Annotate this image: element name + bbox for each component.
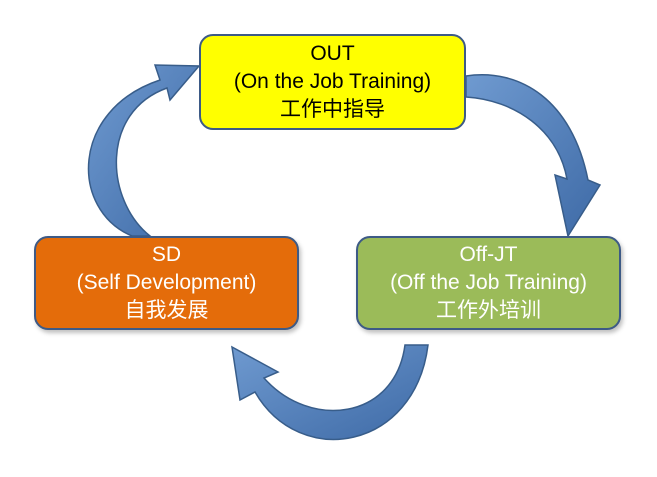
box-self-development: SD (Self Development) 自我发展 — [34, 236, 299, 330]
box-off-the-job-training: Off-JT (Off the Job Training) 工作外培训 — [356, 236, 621, 330]
arrow-sd-to-out — [87, 64, 201, 237]
sd-abbr: SD — [151, 243, 182, 266]
arrow-out-to-offjt — [465, 74, 602, 238]
out-abbr: OUT — [310, 42, 355, 65]
arrow-offjt-to-sd — [231, 344, 429, 441]
offjt-abbr: Off-JT — [459, 243, 518, 266]
sd-full-name: (Self Development) — [76, 271, 257, 294]
box-on-the-job-training: OUT (On the Job Training) 工作中指导 — [199, 34, 466, 130]
offjt-chinese-label: 工作外培训 — [436, 299, 541, 322]
offjt-full-name: (Off the Job Training) — [390, 271, 587, 294]
sd-chinese-label: 自我发展 — [124, 299, 209, 322]
out-chinese-label: 工作中指导 — [280, 98, 385, 121]
out-full-name: (On the Job Training) — [233, 70, 432, 93]
